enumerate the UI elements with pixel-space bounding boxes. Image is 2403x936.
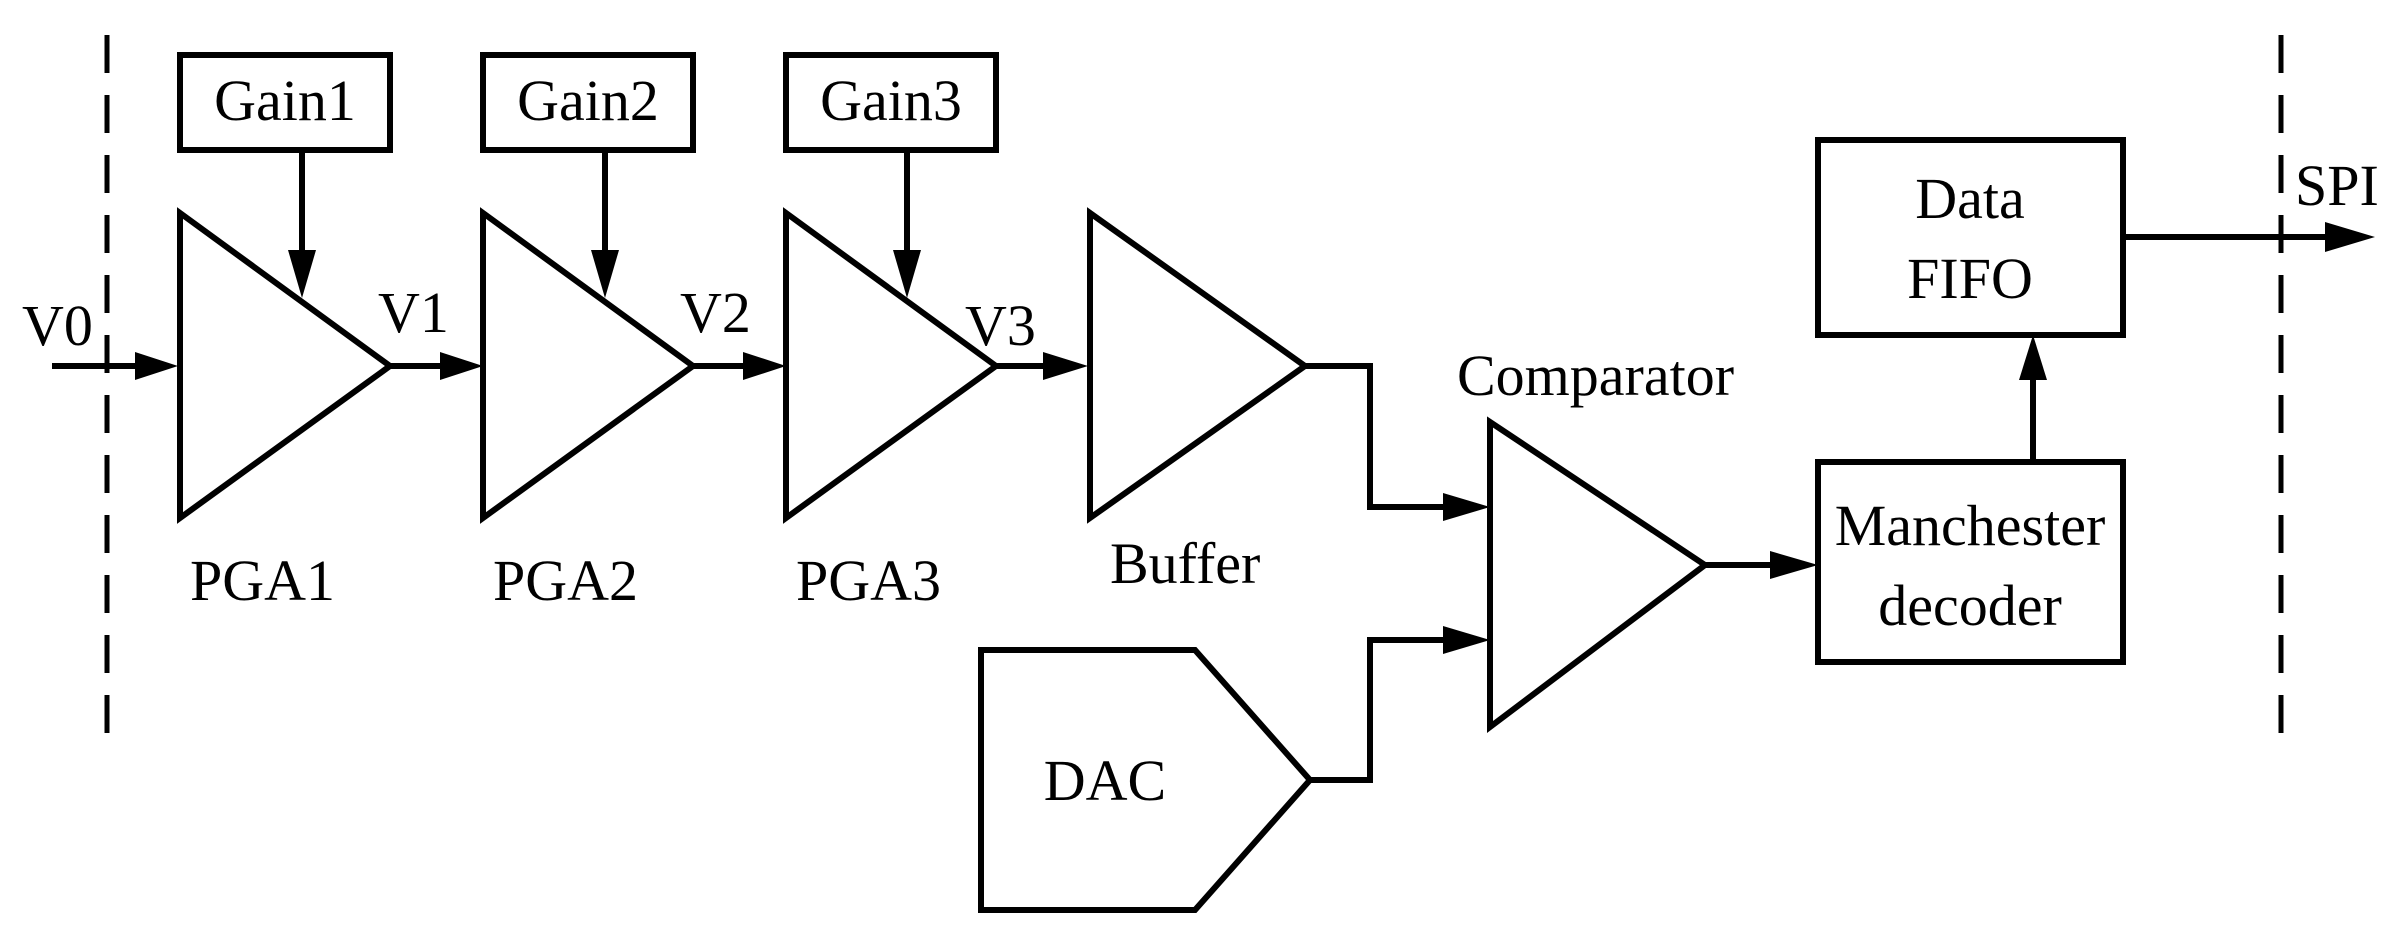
v0-input-arrow — [52, 352, 178, 380]
gain3-box — [783, 52, 999, 153]
gain1-box — [177, 52, 393, 153]
buffer-to-comparator-wire — [1305, 363, 1490, 521]
pga2-label: PGA2 — [493, 548, 638, 613]
v3-label: V3 — [965, 293, 1036, 358]
pga1-triangle — [177, 207, 396, 524]
pga2-to-pga3-arrow — [693, 352, 786, 380]
gain2-label: Gain2 — [517, 68, 659, 133]
gain1-label: Gain1 — [214, 68, 356, 133]
fifo-line1: Data — [1915, 166, 2025, 231]
dac-block — [978, 647, 1315, 913]
buffer-label: Buffer — [1110, 531, 1260, 596]
pga3-to-buffer-arrow — [996, 352, 1088, 380]
gain1-to-pga1-arrow — [288, 150, 316, 298]
pga3-label: PGA3 — [796, 548, 941, 613]
gain2-to-pga2-arrow — [591, 150, 619, 298]
v0-label: V0 — [22, 293, 93, 358]
gain2-box — [480, 52, 696, 153]
v2-label: V2 — [680, 280, 751, 345]
manchester-decoder-box — [1815, 459, 2126, 665]
pga1-label: PGA1 — [190, 548, 335, 613]
comparator-label: Comparator — [1457, 343, 1734, 408]
spi-label: SPI — [2295, 153, 2379, 218]
dac-label: DAC — [1044, 748, 1166, 813]
comparator-triangle — [1487, 416, 1711, 734]
comparator-to-decoder-arrow — [1705, 551, 1818, 579]
pga2-triangle — [480, 207, 699, 524]
v1-label: V1 — [378, 280, 449, 345]
manchester-line1: Manchester — [1835, 493, 2106, 558]
gain3-label: Gain3 — [820, 68, 962, 133]
manchester-line2: decoder — [1878, 573, 2062, 638]
fifo-to-spi-arrow — [2123, 222, 2375, 252]
gain3-to-pga3-arrow — [893, 150, 921, 298]
pga3-triangle — [783, 207, 1002, 524]
pga1-to-pga2-arrow — [390, 352, 483, 380]
decoder-to-fifo-arrow — [2019, 335, 2047, 462]
buffer-triangle — [1087, 207, 1311, 524]
fifo-line2: FIFO — [1907, 246, 2033, 311]
dac-to-comparator-wire — [1310, 626, 1490, 783]
